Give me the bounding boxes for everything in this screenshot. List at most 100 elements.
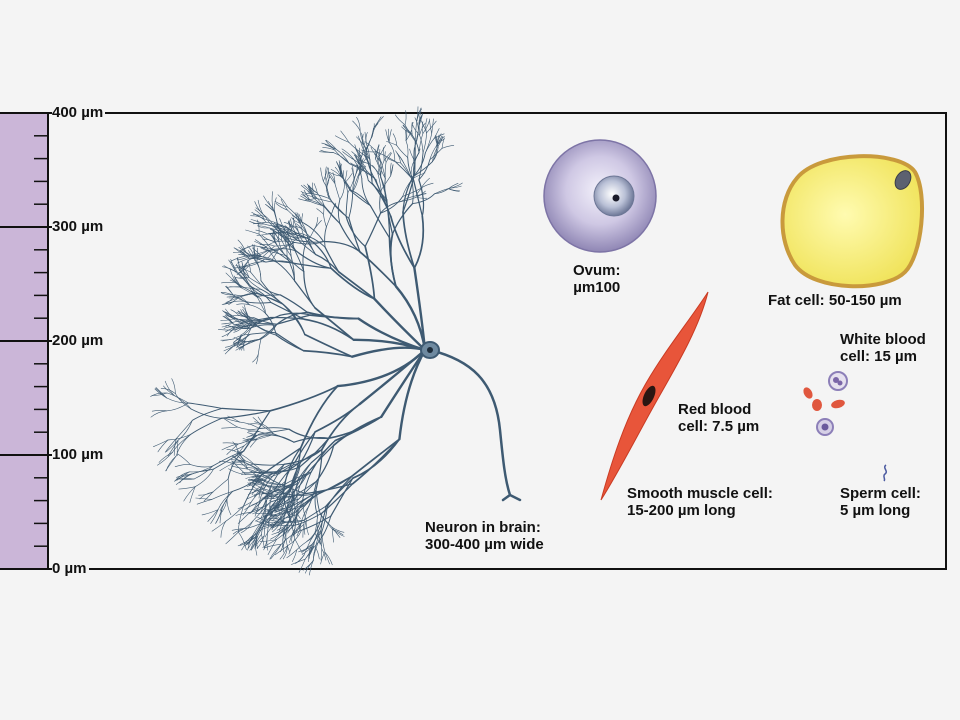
neuron-dendrite-branch xyxy=(373,116,382,129)
white-blood-cell-label-line1: White blood xyxy=(840,331,926,348)
neuron-dendrite-branch xyxy=(269,494,278,502)
neuron-dendrite-branch xyxy=(247,488,264,495)
neuron-dendrite-branch xyxy=(302,524,305,538)
neuron-dendrite-branch xyxy=(259,513,269,523)
neuron-dendrite-branch xyxy=(292,480,318,498)
neuron-dendrite-branch xyxy=(364,245,376,300)
neuron-dendrite-branch xyxy=(270,544,282,560)
neuron-dendrite-branch xyxy=(253,475,267,483)
neuron-dendrite-branch xyxy=(325,167,329,181)
neuron-dendrite-branch xyxy=(265,204,275,212)
neuron-dendrite-branch xyxy=(311,193,330,199)
neuron-dendrite-branch xyxy=(207,509,219,522)
neuron-dendrite-branch xyxy=(300,191,313,194)
neuron-dendrite-branch xyxy=(237,258,241,271)
neuron-dendrite-branch xyxy=(252,247,262,257)
neuron-dendrite-branch xyxy=(299,437,330,468)
neuron-dendrite-branch xyxy=(250,439,258,448)
neuron-dendrite-branch xyxy=(325,179,330,199)
neuron-dendrite-branch xyxy=(331,202,337,214)
neuron-dendrite-branch xyxy=(226,478,230,501)
neuron-dendrite-branch xyxy=(275,203,288,211)
neuron-dendrite-branch xyxy=(255,207,266,217)
neuron-dendrite-branch xyxy=(284,471,312,485)
neuron-dendrite-branch xyxy=(275,509,293,515)
neuron-dendrite-branch xyxy=(242,501,252,516)
neuron-dendrite-branch xyxy=(231,320,249,323)
neuron-dendrite-branch xyxy=(418,133,424,154)
neuron-dendrite-branch xyxy=(272,249,279,260)
neuron-dendrite-branch xyxy=(272,522,286,526)
neuron-dendrite-branch xyxy=(292,493,315,511)
neuron-dendrite-branch xyxy=(234,317,243,324)
neuron-dendrite-branch xyxy=(402,124,413,135)
neuron-dendrite-branch xyxy=(285,255,305,273)
neuron-dendrite-branch xyxy=(257,199,264,215)
white-blood-cell-nucleus xyxy=(837,380,843,386)
neuron-dendrite-branch xyxy=(220,521,226,538)
neuron-dendrite-branch xyxy=(238,254,251,257)
neuron-dendrite-branch xyxy=(177,420,193,441)
neuron-dendrite-branch xyxy=(340,130,350,143)
neuron-dendrite-branch xyxy=(229,286,243,288)
neuron-dendrite-branch xyxy=(269,385,339,412)
neuron-dendrite-branch xyxy=(277,484,292,496)
scale-tick-label: 100 µm xyxy=(52,446,106,463)
neuron-dendrite-branch xyxy=(302,244,306,273)
neuron-dendrite-branch xyxy=(246,338,260,345)
neuron-dendrite-branch xyxy=(352,120,361,132)
neuron-dendrite-branch xyxy=(277,194,288,208)
neuron-dendrite-branch xyxy=(298,480,318,500)
neuron-dendrite-branch xyxy=(238,520,254,533)
neuron-dendrite-branch xyxy=(265,463,285,487)
neuron-dendrite-branch xyxy=(247,482,262,493)
neuron-dendrite-branch xyxy=(299,241,316,255)
neuron-dendrite-branch xyxy=(289,466,301,491)
neuron-dendrite-branch xyxy=(286,220,291,233)
neuron-dendrite-branch xyxy=(244,535,257,547)
neuron-dendrite-branch xyxy=(335,135,350,143)
neuron-dendrite-branch xyxy=(227,415,240,423)
neuron-dendrite-branch xyxy=(258,428,290,435)
neuron-dendrite-branch xyxy=(448,188,461,192)
neuron-dendrite-branch xyxy=(299,385,339,449)
neuron-dendrite-branch xyxy=(285,233,295,250)
neuron-dendrite-branch xyxy=(245,466,258,469)
neuron-dendrite-branch xyxy=(242,474,263,507)
neuron-dendrite-branch xyxy=(176,473,192,478)
neuron-dendrite-branch xyxy=(266,485,285,494)
neuron-dendrite-branch xyxy=(441,137,445,149)
neuron-dendrite-branch xyxy=(228,468,247,475)
neuron-dendrite-branch xyxy=(211,490,234,500)
neuron-dendrite-branch xyxy=(274,488,284,497)
neuron-dendrite-branch xyxy=(225,272,237,283)
neuron-dendrites xyxy=(150,106,463,576)
neuron-dendrite-branch xyxy=(385,152,392,163)
neuron-dendrite-branch xyxy=(302,471,312,500)
neuron-dendrite-branch xyxy=(190,417,223,435)
neuron-dendrite-branch xyxy=(309,560,314,576)
neuron-dendrite-branch xyxy=(276,492,287,499)
neuron-dendrite-branch xyxy=(313,475,354,495)
neuron-dendrite-branch xyxy=(254,503,260,517)
neuron-dendrite-branch xyxy=(271,503,283,506)
neuron-dendrite-branch xyxy=(341,148,354,160)
neuron-dendrite-branch xyxy=(223,418,238,428)
neuron-dendrite-branch xyxy=(337,270,376,300)
neuron-dendrite-branch xyxy=(249,470,263,480)
neuron-dendrite-branch xyxy=(402,211,416,269)
neuron-dendrite-branch xyxy=(352,175,360,192)
neuron-dendrite-branch xyxy=(413,266,427,352)
scale-tick-label: 0 µm xyxy=(52,560,89,577)
neuron-dendrite-branch xyxy=(281,240,292,257)
neuron-dendrite-branch xyxy=(326,139,337,150)
neuron-dendrite-branch xyxy=(353,167,359,179)
neuron-dendrite-branch xyxy=(261,256,278,263)
neuron-dendrite-branch xyxy=(223,326,235,329)
neuron-dendrite-branch xyxy=(450,185,462,189)
neuron-dendrite-branch xyxy=(359,154,364,167)
neuron-dendrite-branch xyxy=(441,145,455,149)
neuron-dendrite-branch xyxy=(256,434,273,436)
neuron-dendrite-branch xyxy=(230,261,238,272)
neuron-dendrite-branch xyxy=(326,174,330,187)
